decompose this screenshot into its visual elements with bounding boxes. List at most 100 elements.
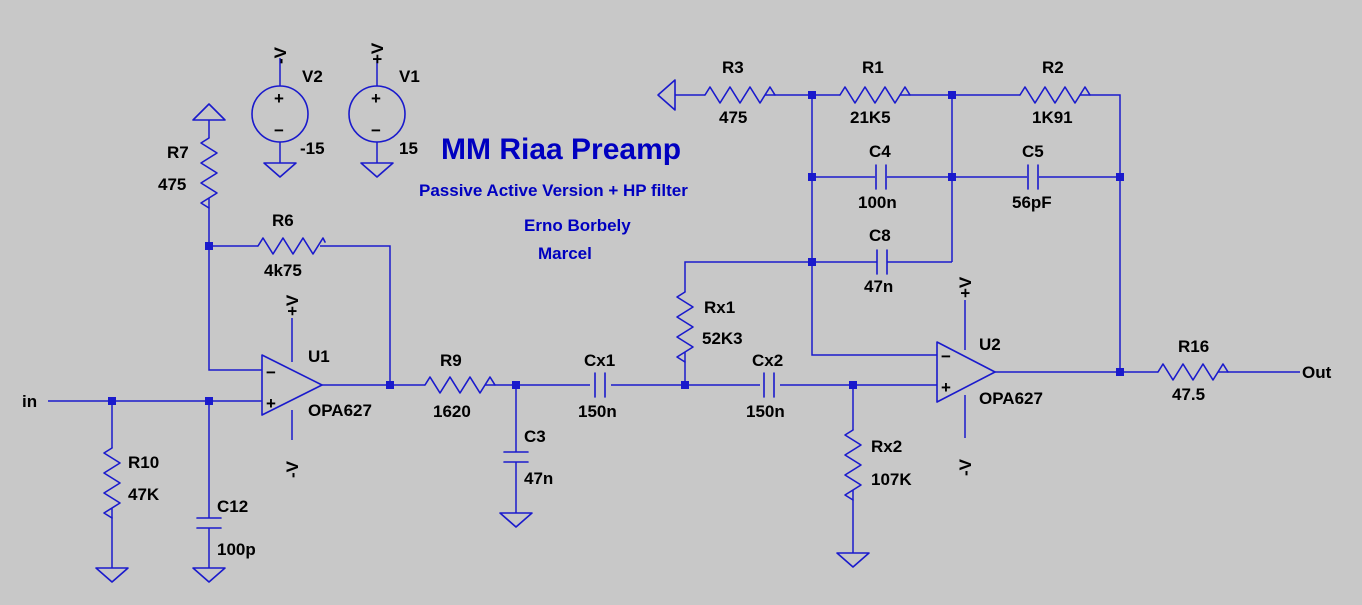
junction-dot	[849, 381, 857, 389]
port-out-label: Out	[1302, 363, 1332, 382]
junction-dot	[808, 258, 816, 266]
u1-minus-sign: −	[266, 363, 276, 382]
rx1-ref: Rx1	[704, 298, 735, 317]
labels: in Out R3 475 R1 21K5 R2 1K91 C4 100n C5…	[22, 42, 1332, 559]
capacitor-c3	[503, 451, 529, 463]
wire-rx1	[684, 261, 952, 385]
reference-flag-icon	[657, 79, 676, 111]
u2-plus-sign: +	[941, 378, 951, 397]
v1-minus-sign: −	[371, 121, 381, 140]
resistor-r1	[839, 86, 911, 104]
capacitor-c5	[1027, 164, 1039, 190]
grounds	[95, 79, 870, 583]
junction-dot	[681, 381, 689, 389]
ground-icon	[499, 512, 533, 528]
schematic-subtitle: Passive Active Version + HP filter	[419, 181, 688, 200]
c5-value: 56pF	[1012, 193, 1052, 212]
rx1-value: 52K3	[702, 329, 743, 348]
resistor-r16	[1157, 363, 1229, 381]
r6-ref: R6	[272, 211, 294, 230]
r2-value: 1K91	[1032, 108, 1073, 127]
wire-u1-inv	[208, 120, 262, 371]
junction-dot	[108, 397, 116, 405]
junctions	[108, 91, 1124, 405]
r9-value: 1620	[433, 402, 471, 421]
junction-dot	[808, 173, 816, 181]
resistor-r6	[257, 237, 326, 255]
capacitor-c8	[876, 249, 888, 275]
schematic-title: MM Riaa Preamp	[441, 133, 681, 166]
v2-value: -15	[300, 139, 325, 158]
u2-pos-supply: +V	[956, 276, 975, 298]
resistor-r3	[704, 86, 776, 104]
u1-plus-sign: +	[266, 394, 276, 413]
c4-ref: C4	[869, 142, 891, 161]
u2-neg-supply: -V	[956, 458, 975, 476]
u1-part: OPA627	[308, 401, 372, 420]
resistors	[103, 86, 1229, 519]
resistor-r9	[424, 376, 496, 394]
r7-ref: R7	[167, 143, 189, 162]
c12-value: 100p	[217, 540, 256, 559]
ground-icon	[263, 162, 297, 178]
voltage-source-v2: + −	[251, 85, 309, 143]
u1-neg-supply: -V	[283, 460, 302, 478]
r16-ref: R16	[1178, 337, 1209, 356]
u2-minus-sign: −	[941, 347, 951, 366]
r3-ref: R3	[722, 58, 744, 77]
c5-ref: C5	[1022, 142, 1044, 161]
u2-ref: U2	[979, 335, 1001, 354]
wire-u2-inv	[811, 95, 937, 356]
resistor-rx1	[676, 291, 694, 363]
cx2-value: 150n	[746, 402, 785, 421]
junction-dot	[1116, 173, 1124, 181]
c12-ref: C12	[217, 497, 248, 516]
ground-icon	[360, 162, 394, 178]
resistor-rx2	[844, 429, 862, 501]
opamp-u1: − +	[261, 354, 323, 416]
v2-net-label: -V	[271, 46, 290, 64]
u1-ref: U1	[308, 347, 330, 366]
junction-dot	[808, 91, 816, 99]
r9-ref: R9	[440, 351, 462, 370]
ground-icon	[192, 567, 226, 583]
opamp-u2: − +	[936, 341, 996, 403]
v1-plus-sign: +	[371, 89, 381, 108]
resistor-r10	[103, 447, 121, 519]
v1-net-label: +V	[368, 42, 387, 64]
r10-ref: R10	[128, 453, 159, 472]
v1-ref: V1	[399, 67, 420, 86]
v1-value: 15	[399, 139, 418, 158]
c8-value: 47n	[864, 277, 893, 296]
title-block: MM Riaa Preamp Passive Active Version + …	[419, 133, 688, 263]
rx2-value: 107K	[871, 470, 912, 489]
v2-ref: V2	[302, 67, 323, 86]
voltage-source-v1: + −	[348, 85, 406, 143]
u2-part: OPA627	[979, 389, 1043, 408]
junction-dot	[205, 242, 213, 250]
c8-ref: C8	[869, 226, 891, 245]
port-in-label: in	[22, 392, 37, 411]
r1-value: 21K5	[850, 108, 891, 127]
capacitor-c12	[196, 517, 222, 529]
cx1-value: 150n	[578, 402, 617, 421]
author-name: Marcel	[538, 244, 592, 263]
wire-top	[675, 94, 1121, 372]
c4-value: 100n	[858, 193, 897, 212]
resistor-r7	[200, 137, 218, 209]
junction-dot	[948, 91, 956, 99]
author-name: Erno Borbely	[524, 216, 631, 235]
capacitor-cx1	[594, 372, 606, 398]
cx1-ref: Cx1	[584, 351, 615, 370]
reference-flag-icon	[192, 103, 226, 121]
junction-dot	[512, 381, 520, 389]
rx2-ref: Rx2	[871, 437, 902, 456]
junction-dot	[386, 381, 394, 389]
c3-ref: C3	[524, 427, 546, 446]
cx2-ref: Cx2	[752, 351, 783, 370]
r2-ref: R2	[1042, 58, 1064, 77]
junction-dot	[1116, 368, 1124, 376]
ground-icon	[95, 567, 129, 583]
v2-minus-sign: −	[274, 121, 284, 140]
capacitor-c4	[875, 164, 887, 190]
